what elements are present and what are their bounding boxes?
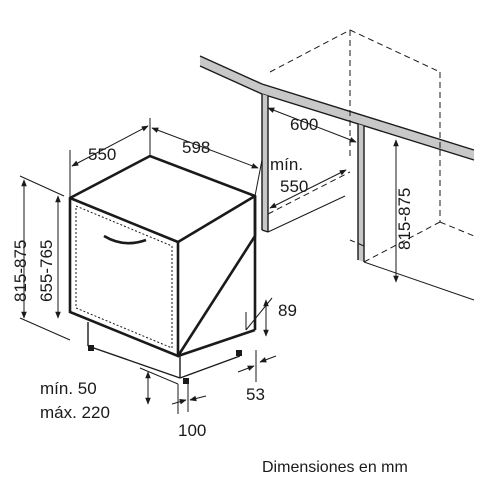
dimension-labels: 550 598 600 mín. 550 815-875 655-765 815…	[11, 115, 414, 440]
label-niche-depth: 550	[280, 177, 308, 196]
dimension-lines	[19, 107, 399, 414]
label-feet-offset: 100	[178, 421, 206, 440]
caption: Dimensiones en mm	[262, 459, 408, 476]
label-height-right: 815-875	[395, 188, 414, 250]
label-width: 598	[182, 138, 210, 157]
label-min-plinth: mín. 50	[40, 379, 97, 398]
door-handle-icon	[103, 234, 147, 245]
label-max-plinth: máx. 220	[40, 403, 110, 422]
label-plinth-height: 89	[278, 301, 297, 320]
label-niche-width: 600	[290, 115, 318, 134]
label-plinth-depth: 53	[246, 385, 265, 404]
label-door-range: 655-765	[37, 240, 56, 302]
dishwasher-body	[68, 154, 257, 384]
label-height-left: 815-875	[11, 240, 30, 302]
label-min: mín.	[270, 155, 303, 174]
label-depth: 550	[88, 145, 116, 164]
